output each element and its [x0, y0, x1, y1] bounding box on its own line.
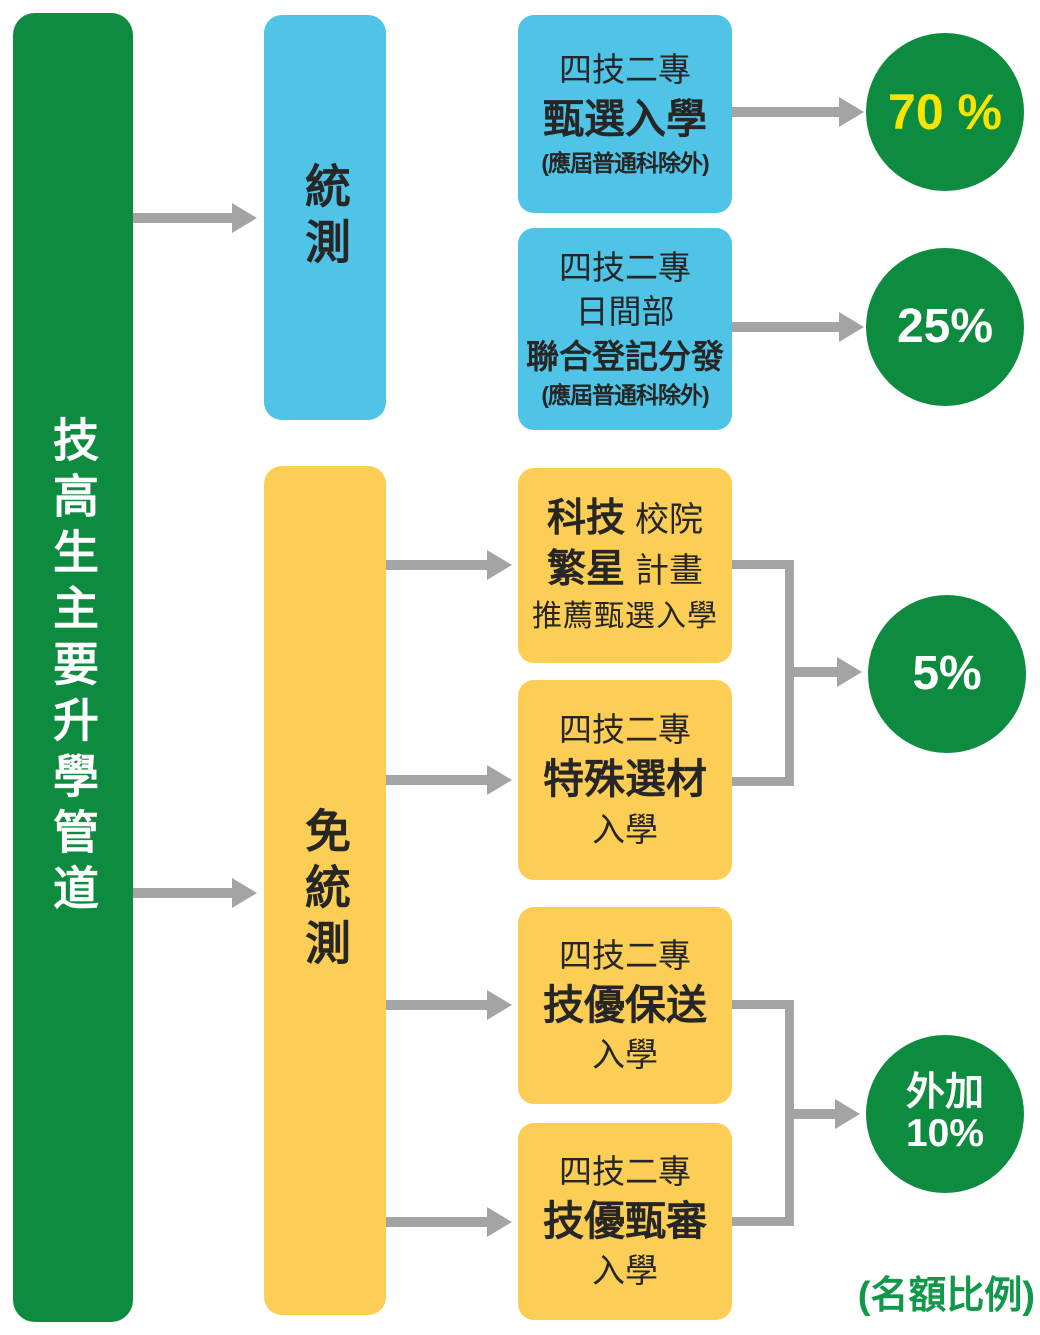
- arrow-liandeng-to-quota25: [732, 312, 864, 342]
- pathway-box-fanxing: 科技 校院 繁星 計畫 推薦甄選入學: [518, 468, 732, 663]
- pathway-top-label: 四技二專: [559, 1152, 691, 1190]
- pathway-note-label: (應屆普通科除外): [541, 150, 709, 177]
- pathway-sub-label: 推薦甄選入學: [532, 599, 718, 633]
- arrow-shaft: [732, 107, 839, 117]
- pathway-light-label: 校院: [635, 501, 703, 540]
- arrow-noexam-to-fanxing: [386, 550, 512, 580]
- arrow-shaft: [386, 1000, 487, 1010]
- pathway-box-teshuxuancai: 四技二專 特殊選材 入學: [518, 680, 732, 880]
- pathway-top-label: 四技二專: [559, 711, 691, 749]
- arrow-head-icon: [487, 1207, 512, 1237]
- pathway-bottom-label: 入學: [592, 810, 658, 848]
- pathway-main-label: 特殊選材: [543, 756, 707, 803]
- pathway-top-label: 四技二專: [559, 936, 691, 974]
- pathway-main-label: 聯合登記分發: [526, 337, 724, 375]
- arrow-root-to-exam: [133, 203, 257, 233]
- arrow-noexam-to-jiyou-zhenshen: [386, 1207, 512, 1237]
- arrow-head-icon: [835, 1099, 860, 1129]
- arrow-shaft: [386, 560, 487, 570]
- merge-bracket-quota10: [732, 1000, 794, 1226]
- branch-no-exam-bar: 免統測: [264, 466, 386, 1315]
- pathway-bold-label: 繁星: [546, 548, 625, 591]
- pathway-mix-line-2: 繁星 計畫: [546, 548, 703, 592]
- branch-exam-label: 統測: [299, 161, 351, 274]
- arrow-head-icon: [839, 312, 864, 342]
- pathway-main-label: 技優保送: [543, 981, 707, 1028]
- arrow-head-icon: [232, 203, 257, 233]
- arrow-shaft: [133, 213, 232, 223]
- pathway-box-zhenxuan: 四技二專 甄選入學 (應屆普通科除外): [518, 15, 732, 213]
- arrow-shaft: [732, 322, 839, 332]
- arrow-head-icon: [487, 765, 512, 795]
- pathway-box-jiyou-baosong: 四技二專 技優保送 入學: [518, 907, 732, 1104]
- pathway-note-label: (應屆普通科除外): [541, 381, 709, 408]
- pathway-main-label: 技優甄審: [543, 1197, 707, 1244]
- quota-value: 70 %: [888, 83, 1002, 140]
- quota-value: 25%: [896, 299, 994, 353]
- quota-circle-5: 5%: [868, 595, 1026, 753]
- branch-exam-bar: 統測: [264, 15, 386, 420]
- arrow-head-icon: [837, 657, 862, 687]
- quota-value-line2: 10%: [905, 1112, 985, 1155]
- root-bar-label: 技高生主要升學管道: [47, 415, 99, 920]
- arrow-head-icon: [232, 878, 257, 908]
- arrow-shaft: [133, 888, 232, 898]
- arrow-root-to-no-exam: [133, 878, 257, 908]
- pathway-box-jiyou-zhenshen: 四技二專 技優甄審 入學: [518, 1123, 732, 1320]
- arrow-noexam-to-jiyou-baosong: [386, 990, 512, 1020]
- arrow-shaft: [792, 1109, 835, 1119]
- branch-no-exam-label: 免統測: [299, 806, 351, 975]
- arrow-shaft: [386, 775, 487, 785]
- footnote-quota-ratio: (名額比例): [857, 1275, 1035, 1317]
- pathway-top-label: 四技二專: [559, 248, 691, 286]
- arrow-head-icon: [487, 550, 512, 580]
- pathway-bottom-label: 入學: [592, 1036, 658, 1074]
- pathway-top-label: 四技二專: [559, 50, 691, 88]
- quota-circle-extra10: 外加 10%: [866, 1035, 1024, 1193]
- pathway-main-label: 甄選入學: [543, 95, 707, 142]
- arrow-bracket-to-quota10: [792, 1099, 860, 1129]
- quota-circle-70: 70 %: [866, 33, 1024, 191]
- pathway-top2-label: 日間部: [575, 293, 675, 331]
- arrow-zhenxuan-to-quota70: [732, 97, 864, 127]
- pathway-mix-line-1: 科技 校院: [546, 497, 703, 541]
- arrow-head-icon: [839, 97, 864, 127]
- arrow-shaft: [792, 667, 837, 677]
- arrow-bracket-to-quota5: [792, 657, 862, 687]
- pathway-bottom-label: 入學: [592, 1252, 658, 1290]
- quota-value-line1: 外加: [905, 1071, 984, 1115]
- merge-bracket-quota5: [732, 560, 794, 786]
- arrow-noexam-to-teshuxuancai: [386, 765, 512, 795]
- arrow-head-icon: [487, 990, 512, 1020]
- root-bar: 技高生主要升學管道: [13, 13, 133, 1322]
- arrow-shaft: [386, 1217, 487, 1227]
- pathway-bold-label: 科技: [546, 497, 625, 541]
- quota-value: 5%: [912, 646, 982, 700]
- pathway-light-label: 計畫: [635, 552, 703, 590]
- quota-circle-25: 25%: [866, 248, 1024, 406]
- pathway-box-liandeng: 四技二專 日間部 聯合登記分發 (應屆普通科除外): [518, 228, 732, 430]
